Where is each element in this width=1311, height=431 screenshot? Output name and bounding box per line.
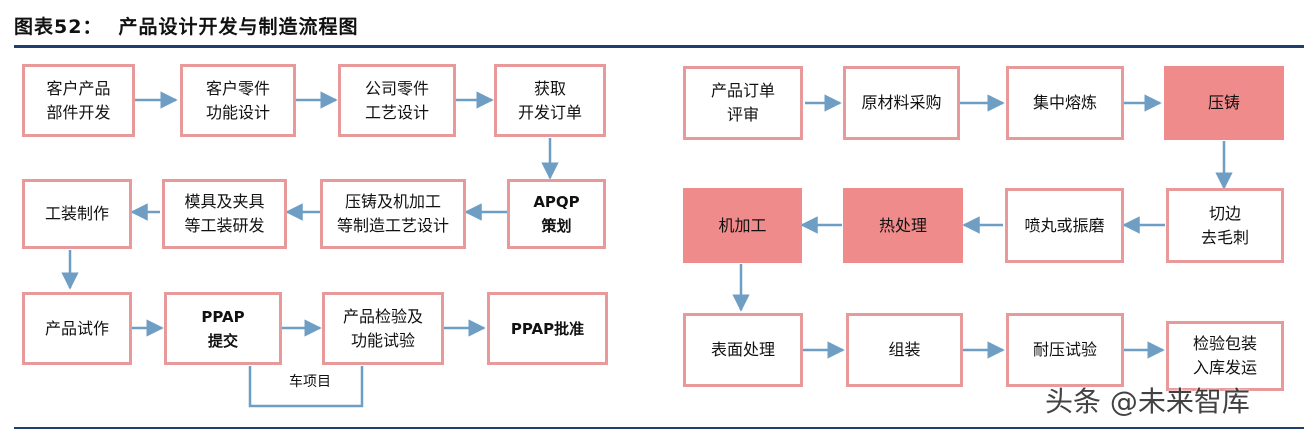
- car-project-loop: [248, 366, 364, 408]
- node-raw-material-purchase: 原材料采购: [843, 66, 960, 140]
- node-ppap-approval: PPAP批准: [487, 292, 608, 365]
- node-trial-production: 产品试作: [22, 292, 132, 365]
- node-manufacturing-process-design: 压铸及机加工 等制造工艺设计: [320, 179, 466, 249]
- node-customer-function-design: 客户零件 功能设计: [180, 64, 296, 137]
- node-trimming-deburring: 切边 去毛刺: [1166, 188, 1284, 263]
- node-apqp: APQP 策划: [507, 179, 606, 249]
- node-tooling-production: 工装制作: [22, 179, 132, 249]
- node-die-casting: 压铸: [1164, 66, 1284, 140]
- node-centralized-smelting: 集中熔炼: [1006, 66, 1124, 140]
- figure-number: 图表52：: [14, 16, 103, 38]
- node-assembly: 组装: [846, 313, 963, 387]
- node-inspection-test: 产品检验及 功能试验: [322, 292, 444, 365]
- top-rule: [14, 45, 1304, 48]
- node-order-review: 产品订单 评审: [683, 66, 803, 140]
- node-obtain-order: 获取 开发订单: [494, 64, 606, 137]
- figure-title: 图表52： 产品设计开发与制造流程图: [14, 12, 358, 39]
- figure-caption: 产品设计开发与制造流程图: [118, 16, 359, 38]
- car-project-label: 车项目: [289, 374, 331, 390]
- node-customer-part-dev: 客户产品 部件开发: [22, 64, 135, 137]
- node-mold-fixture-rnd: 模具及夹具 等工装研发: [162, 179, 287, 249]
- bottom-rule: [14, 427, 1304, 429]
- node-shot-blasting: 喷丸或振磨: [1005, 188, 1124, 263]
- node-pressure-test: 耐压试验: [1006, 313, 1124, 387]
- node-inspect-pack-ship: 检验包装 入库发运: [1166, 321, 1284, 391]
- node-machining: 机加工: [683, 188, 802, 263]
- node-company-process-design: 公司零件 工艺设计: [338, 64, 456, 137]
- node-heat-treatment: 热处理: [843, 188, 963, 263]
- watermark: 头条 @未来智库: [1045, 385, 1250, 418]
- node-surface-treatment: 表面处理: [683, 313, 803, 387]
- node-ppap-submit: PPAP 提交: [164, 292, 282, 365]
